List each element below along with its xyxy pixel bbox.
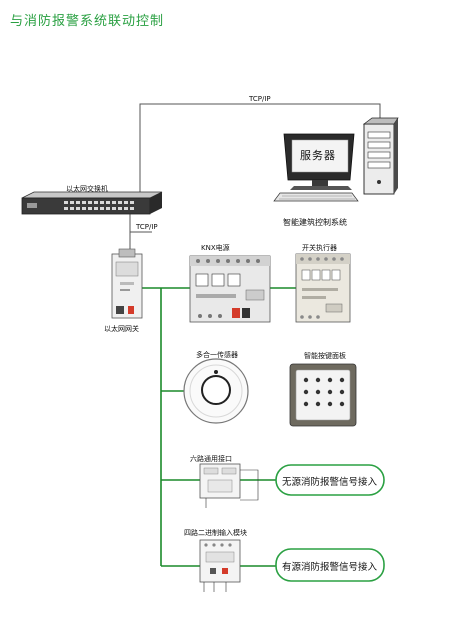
four-way-input-device (199, 539, 241, 592)
server-label: 服务器 (300, 149, 336, 162)
server-computer (273, 117, 399, 202)
passive-fire-input-box (275, 464, 385, 496)
multi-sensor-device (183, 358, 249, 424)
page-title: 与消防报警系统联动控制 (10, 14, 165, 29)
multi-sensor-label: 多合一传感器 (196, 351, 238, 359)
switch-actuator-label: 开关执行器 (302, 244, 337, 252)
ethernet-switch-device (21, 191, 163, 215)
passive-fire-input-text: 无源消防报警信号接入 (282, 477, 378, 488)
smart-panel-label: 智能按键面板 (304, 352, 346, 360)
smart-panel-device (289, 363, 357, 427)
ethernet-gateway-device (111, 248, 143, 319)
knx-power-device (189, 255, 271, 323)
knx-power-label: KNX电源 (201, 244, 230, 252)
six-way-interface-device (199, 463, 259, 508)
knx-bus (140, 287, 296, 567)
ethernet-switch-label: 以太网交换机 (66, 185, 108, 193)
ethernet-gateway-label: 以太网网关 (104, 325, 139, 333)
tcpip-label-mid: TCP/IP (136, 223, 158, 231)
active-fire-input-box (275, 548, 385, 582)
network-lines (129, 103, 381, 250)
tcpip-label-top: TCP/IP (249, 95, 271, 103)
bms-label: 智能建筑控制系统 (283, 218, 347, 227)
switch-actuator-device (295, 253, 351, 323)
six-way-interface-label: 六路通用接口 (190, 455, 232, 463)
four-way-input-label: 四路二进制输入模块 (184, 529, 247, 537)
active-fire-input-text: 有源消防报警信号接入 (282, 562, 378, 573)
tcpip-line-top (139, 103, 381, 196)
